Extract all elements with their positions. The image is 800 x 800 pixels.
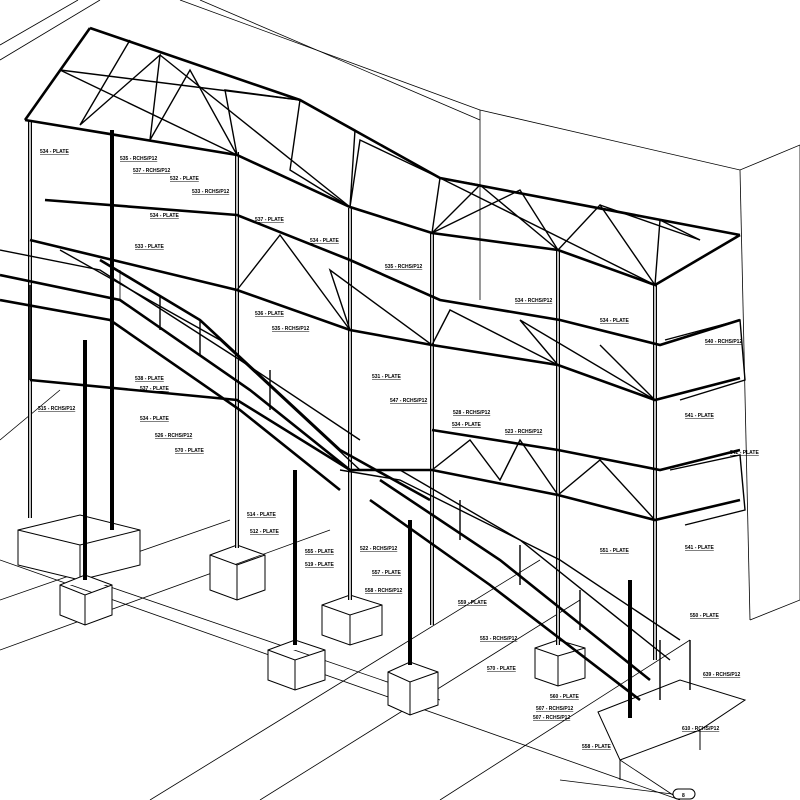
part-labels: 534 - PLATE 535 - RCHS/P12 537 - RCHS/P1…	[38, 149, 759, 750]
roof-truss	[23, 26, 741, 288]
part-label: 512 - PLATE	[250, 529, 279, 535]
part-label: 535 - RCHS/P12	[120, 156, 157, 162]
part-label: 534 - PLATE	[600, 318, 629, 324]
part-label: 535 - RCHS/P12	[272, 326, 309, 332]
part-label: 555 - PLATE	[305, 549, 334, 555]
stairs	[0, 249, 691, 702]
footings	[17, 514, 747, 780]
part-label: 534 - PLATE	[140, 416, 169, 422]
part-label: 514 - PLATE	[247, 512, 276, 518]
part-label: 541 - PLATE	[685, 413, 714, 419]
part-label: 526 - RCHS/P12	[155, 433, 192, 439]
part-label: 557 - PLATE	[372, 570, 401, 576]
part-label: 515 - RCHS/P12	[38, 406, 75, 412]
part-label: 534 - PLATE	[150, 213, 179, 219]
part-label: 522 - RCHS/P12	[360, 546, 397, 552]
part-label: 558 - RCHS/P12	[365, 588, 402, 594]
part-label: 538 - PLATE	[135, 376, 164, 382]
part-label: 537 - PLATE	[255, 217, 284, 223]
part-label: 537 - PLATE	[140, 386, 169, 392]
part-label: 537 - RCHS/P12	[133, 168, 170, 174]
part-label: 507 - RCHS/P12	[536, 706, 573, 712]
part-label: 540 - RCHS/P12	[705, 339, 742, 345]
part-label: 534 - RCHS/P12	[515, 298, 552, 304]
part-label: 541 - PLATE	[685, 545, 714, 551]
part-label: 610 - RCHS/P12	[682, 726, 719, 732]
part-label: 533 - RCHS/P12	[192, 189, 229, 195]
part-label: 551 - PLATE	[600, 548, 629, 554]
part-label: 559 - PLATE	[458, 600, 487, 606]
part-label: 570 - PLATE	[487, 666, 516, 672]
part-label: 535 - RCHS/P12	[385, 264, 422, 270]
part-label: 570 - PLATE	[175, 448, 204, 454]
mid-floor-beams	[29, 198, 746, 526]
section-marker-label: 8	[682, 793, 685, 799]
part-label: 532 - PLATE	[170, 176, 199, 182]
part-label: 534 - PLATE	[452, 422, 481, 428]
part-label: 528 - RCHS/P12	[453, 410, 490, 416]
part-label: 534 - PLATE	[310, 238, 339, 244]
part-label: 523 - RCHS/P12	[505, 429, 542, 435]
part-label: 547 - RCHS/P12	[390, 398, 427, 404]
part-label: 639 - RCHS/P12	[703, 672, 740, 678]
part-label: 542 - PLATE	[730, 450, 759, 456]
building-outline	[0, 0, 800, 621]
part-label: 507 - RCHS/P12	[533, 715, 570, 721]
part-label: 533 - PLATE	[135, 244, 164, 250]
part-label: 519 - PLATE	[305, 562, 334, 568]
section-marker: 8	[619, 759, 696, 800]
part-label: 553 - RCHS/P12	[480, 636, 517, 642]
part-label: 536 - PLATE	[255, 311, 284, 317]
part-label: 550 - PLATE	[690, 613, 719, 619]
part-label: 560 - PLATE	[550, 694, 579, 700]
part-label: 534 - PLATE	[40, 149, 69, 155]
part-label: 531 - PLATE	[372, 374, 401, 380]
part-label: 558 - PLATE	[582, 744, 611, 750]
